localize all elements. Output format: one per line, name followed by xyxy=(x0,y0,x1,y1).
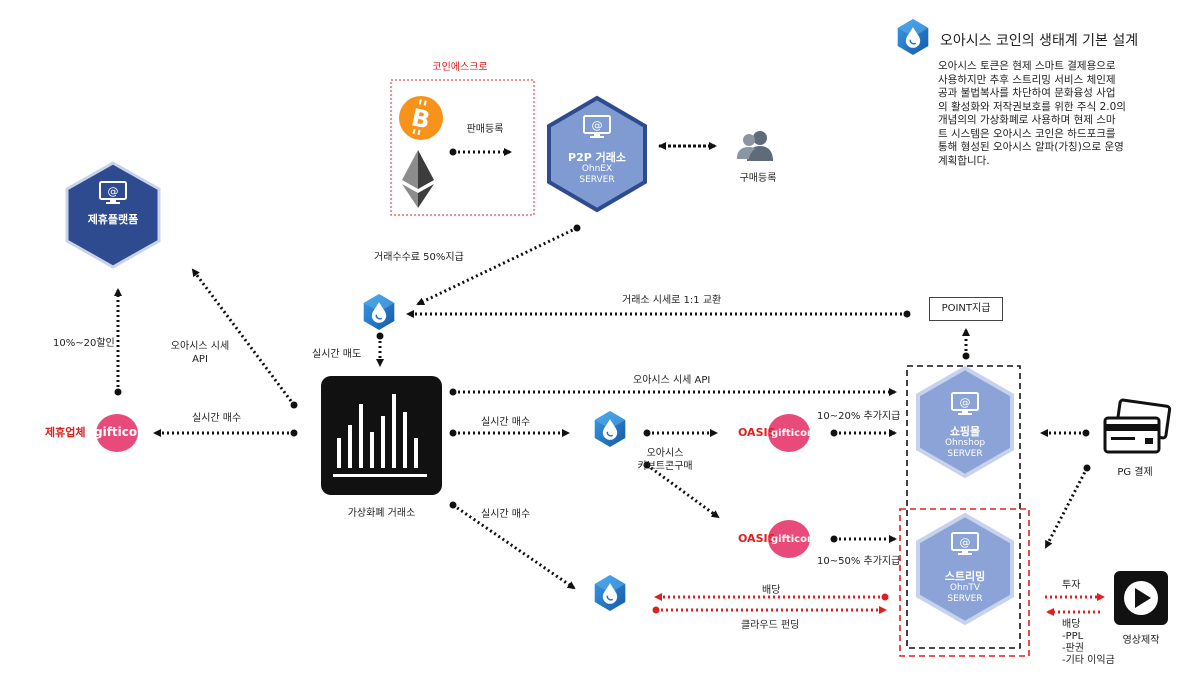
p2p-sub1: OhnEX xyxy=(581,164,613,174)
dividend-list-title: 배당 xyxy=(1062,619,1081,630)
exchange-chart-icon[interactable] xyxy=(321,376,442,495)
streaming-server-label: 스트리밍 OhnTV SERVER xyxy=(918,571,1012,605)
header-description: 오아시스 토큰은 현제 스마트 결제용으로 사용하지만 추후 스트리밍 서비스 … xyxy=(938,60,1160,168)
keybox-line2: 키브트콘구매 xyxy=(637,461,693,472)
oasis-api-left-line1: 오아시스 시세 xyxy=(170,341,230,352)
oasis-api-right-label: 오아시스 시세 API xyxy=(633,375,711,386)
fee-label: 거래수수료 50%지급 xyxy=(374,252,464,263)
p2p-exchange-label: P2P 거래소 OhnEX SERVER xyxy=(549,152,645,186)
bonus-label-1: 10~20% 추가지급 xyxy=(817,411,901,422)
pg-label: PG 결제 xyxy=(1117,467,1153,478)
header-line: 의 활성화와 저작권보호를 위한 주식 2.0의 xyxy=(938,100,1126,113)
dividend-list-ppl: -PPL xyxy=(1062,631,1084,642)
invest-label: 투자 xyxy=(1062,580,1081,591)
oasis-gifticon-low-text: gifticon xyxy=(771,534,815,545)
bonus-label-2: 10~50% 추가지급 xyxy=(817,556,901,567)
streaming-group-box xyxy=(899,508,1030,657)
dividend-list: 배당 -PPL -판권 -기타 이익금 xyxy=(1062,619,1115,667)
keybox-line1: 오아시스 xyxy=(646,448,684,459)
header-line: 공과 불법복사를 차단하여 문화융성 사업 xyxy=(938,87,1116,99)
exchange-label: 가상화폐 거래소 xyxy=(347,508,416,519)
credit-card-icon xyxy=(1103,398,1172,454)
shop-group-box xyxy=(906,365,1021,649)
buyer-register-label: 구매등록 xyxy=(739,173,777,184)
partner-platform-hex[interactable] xyxy=(65,161,161,269)
video-production-label: 영상제작 xyxy=(1122,635,1160,646)
oasis-coin-top xyxy=(362,293,396,331)
oasis-gifticon-low xyxy=(768,520,810,558)
streaming-sub1: OhnTV xyxy=(949,583,981,593)
oasis-coin-mid xyxy=(593,410,627,448)
p2p-sub2: SERVER xyxy=(579,175,615,185)
header-line: 오아시스 토큰은 현제 스마트 결제용으로 xyxy=(938,60,1116,72)
shop-server-label: 쇼핑몰 Ohnshop SERVER xyxy=(918,426,1012,460)
bitcoin-icon: B xyxy=(399,96,443,140)
discount-label: 10%~20할인 xyxy=(53,338,115,349)
shop-name: 쇼핑몰 xyxy=(949,425,981,438)
realtime-sell-label: 실시간 매도 xyxy=(312,349,362,360)
oasis-brand-top: OASIS xyxy=(738,426,776,439)
partner-gifticon-logo[interactable] xyxy=(96,414,138,452)
header-line: 트 시스템은 오아시스 코인은 하드포크를 xyxy=(938,127,1116,140)
dividend-label: 배당 xyxy=(762,585,781,596)
play-icon[interactable] xyxy=(1114,571,1168,625)
dividend-list-other: -기타 이익금 xyxy=(1062,655,1115,666)
realtime-buy-low-label: 실시간 매수 xyxy=(481,509,531,520)
header-title: 오아시스 코인의 생태계 기본 설계 xyxy=(940,33,1139,49)
shop-sub1: Ohnshop xyxy=(944,438,986,448)
oasis-api-left-line2: API xyxy=(192,354,208,365)
header-line: 사용하지만 추후 스트리밍 서비스 체인제 xyxy=(938,73,1116,86)
connectors xyxy=(114,142,1089,590)
sell-register-label: 판매등록 xyxy=(466,124,504,135)
p2p-name: P2P 거래소 xyxy=(568,151,626,164)
oasis-api-left-label: 오아시스 시세 API xyxy=(150,340,250,366)
ethereum-icon xyxy=(402,150,434,208)
oasis-gifticon-top-text: gifticon xyxy=(771,428,815,439)
header-line: 개념의의 가상화폐로 사용하며 현제 스마 xyxy=(938,114,1116,126)
realtime-buy-mid-label: 실시간 매수 xyxy=(481,417,531,428)
users-icon xyxy=(737,131,773,161)
partner-store-label: 제휴업체 xyxy=(45,426,86,439)
exchange-rate-label: 거래소 시세로 1:1 교환 xyxy=(622,295,722,306)
p2p-exchange-hex[interactable] xyxy=(547,95,647,213)
connector-dots xyxy=(114,148,1091,543)
streaming-server-hex[interactable] xyxy=(916,512,1014,626)
partner-platform-label: 제휴플랫폼 xyxy=(87,213,139,226)
streaming-name: 스트리밍 xyxy=(944,570,986,583)
cloud-funding-label: 클라우드 펀딩 xyxy=(741,620,800,631)
header-line: 계획합니다. xyxy=(938,154,990,167)
realtime-buy-left-label: 실시간 매수 xyxy=(192,413,242,424)
header-line: 통해 형성된 오아시스 알파(가칭)으로 운영 xyxy=(938,141,1124,153)
oasis-gifticon-top xyxy=(768,414,810,452)
escrow-box xyxy=(390,79,535,216)
oasis-brand-low: OASIS xyxy=(738,532,776,545)
red-connectors xyxy=(654,593,1105,616)
shop-sub2: SERVER xyxy=(947,449,983,459)
svg-text:B: B xyxy=(409,103,433,134)
streaming-sub2: SERVER xyxy=(947,594,983,604)
oasis-coin-low xyxy=(593,574,627,612)
header-coin-icon xyxy=(896,18,930,56)
escrow-title: 코인에스크로 xyxy=(432,62,488,73)
shop-server-hex[interactable] xyxy=(916,365,1014,479)
dividend-list-rights: -판권 xyxy=(1062,643,1085,654)
keybox-label: 오아시스 키브트콘구매 xyxy=(630,447,700,473)
point-payment-box: POINT지급 xyxy=(929,297,1003,321)
partner-gifticon-text: gifticon xyxy=(94,425,146,439)
